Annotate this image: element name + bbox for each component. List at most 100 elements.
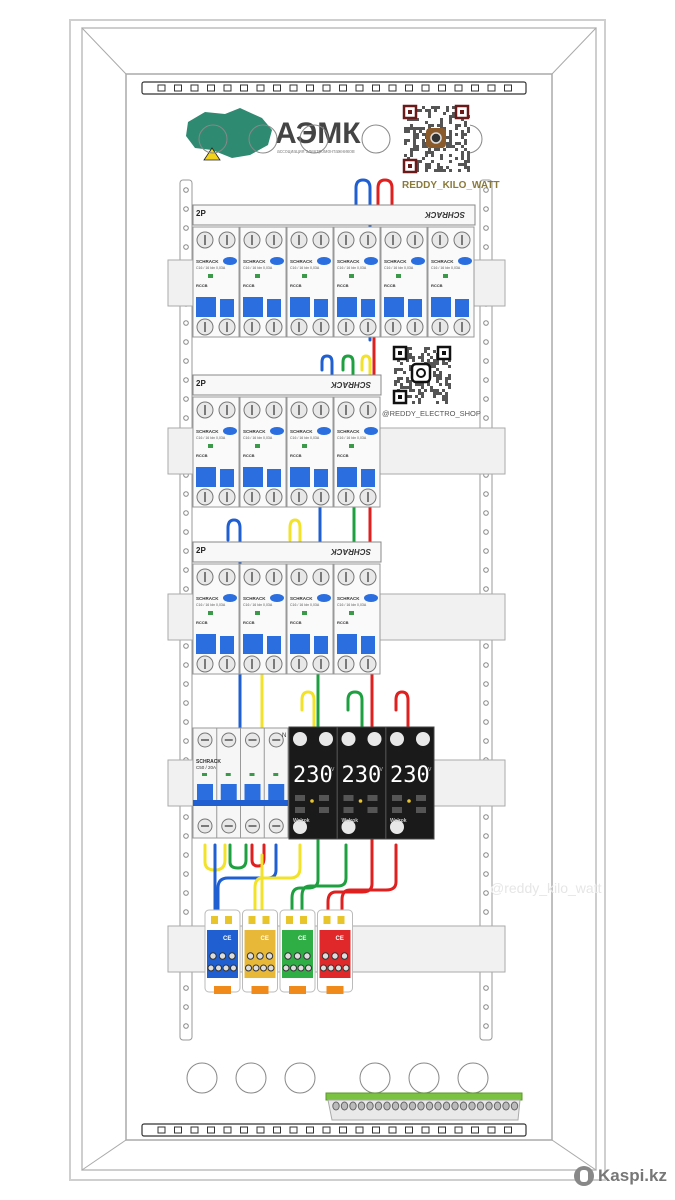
power-button[interactable] — [367, 807, 378, 813]
terminal-hole[interactable] — [320, 964, 327, 972]
ground-terminal[interactable] — [332, 1101, 340, 1111]
terminal-screw-icon[interactable] — [390, 732, 404, 746]
ground-terminal[interactable] — [485, 1101, 493, 1111]
terminal-hole[interactable] — [260, 964, 267, 972]
terminal-screw-icon[interactable] — [341, 732, 356, 746]
test-button[interactable] — [223, 427, 237, 435]
terminal-hole[interactable] — [267, 964, 275, 972]
terminal-hole[interactable] — [228, 952, 236, 960]
qr-code-mid[interactable]: @REDDY_ELECTRO_SHOP — [382, 345, 481, 418]
ground-terminal[interactable] — [408, 1101, 417, 1111]
breaker-toggle-aux[interactable] — [314, 469, 328, 487]
breaker-toggle-aux[interactable] — [267, 636, 281, 654]
test-button[interactable] — [270, 257, 284, 265]
power-button[interactable] — [319, 807, 329, 813]
terminal-hole[interactable] — [218, 952, 227, 960]
menu-button[interactable] — [343, 807, 354, 813]
breaker-toggle[interactable] — [243, 634, 263, 654]
terminal-hole[interactable] — [331, 952, 339, 960]
ground-terminal[interactable] — [340, 1101, 349, 1111]
terminal-screw-icon[interactable] — [319, 732, 333, 746]
ground-terminal[interactable] — [374, 1101, 383, 1111]
breaker-toggle[interactable] — [196, 467, 216, 487]
terminal-hole[interactable] — [297, 964, 305, 972]
ground-terminal[interactable] — [493, 1101, 502, 1111]
terminal-hole[interactable] — [342, 964, 350, 972]
breaker-toggle[interactable] — [384, 297, 404, 317]
plus-button[interactable] — [319, 795, 329, 801]
test-button[interactable] — [411, 257, 425, 265]
terminal-hole[interactable] — [335, 964, 342, 972]
ground-terminal[interactable] — [425, 1101, 434, 1111]
kaspi-badge[interactable]: Kaspi.kz — [574, 1166, 667, 1186]
test-button[interactable] — [458, 257, 472, 265]
breaker-toggle[interactable] — [431, 297, 451, 317]
breaker-toggle[interactable] — [337, 467, 357, 487]
main-breaker-toggle[interactable] — [244, 784, 261, 800]
test-button[interactable] — [364, 257, 378, 265]
ground-terminal[interactable] — [417, 1101, 425, 1111]
din-clip[interactable] — [289, 986, 306, 994]
test-button[interactable] — [364, 594, 378, 602]
main-breaker-toggle[interactable] — [268, 784, 285, 800]
terminal-screw-icon[interactable] — [416, 732, 430, 746]
main-breaker-toggle[interactable] — [197, 784, 213, 800]
din-clip[interactable] — [326, 986, 344, 994]
ground-terminal[interactable] — [349, 1101, 357, 1111]
terminal-hole[interactable] — [256, 952, 264, 960]
ground-terminal[interactable] — [400, 1101, 408, 1111]
breaker-toggle-aux[interactable] — [361, 636, 375, 654]
terminal-hole[interactable] — [303, 952, 311, 960]
breaker-toggle-aux[interactable] — [314, 636, 328, 654]
ground-terminal[interactable] — [357, 1101, 366, 1111]
distribution-block-red[interactable]: CE — [317, 909, 353, 994]
distribution-block-blue[interactable]: CE — [204, 909, 241, 994]
main-breaker-toggle[interactable] — [220, 784, 237, 800]
terminal-hole[interactable] — [340, 952, 349, 960]
breaker-toggle-aux[interactable] — [220, 636, 234, 654]
terminal-screw-icon[interactable] — [367, 732, 382, 746]
terminal-hole[interactable] — [265, 952, 274, 960]
instagram-handle-mid[interactable]: @REDDY_ELECTRO_SHOP — [382, 409, 481, 418]
terminal-hole[interactable] — [321, 952, 330, 960]
minus-button[interactable] — [295, 795, 305, 801]
breaker-toggle[interactable] — [196, 297, 216, 317]
plus-button[interactable] — [367, 795, 378, 801]
main-breaker-handle-bar[interactable] — [193, 800, 288, 806]
test-button[interactable] — [364, 427, 378, 435]
breaker-toggle-aux[interactable] — [220, 299, 234, 317]
breaker-toggle[interactable] — [337, 634, 357, 654]
ground-terminal[interactable] — [510, 1101, 519, 1111]
terminal-hole[interactable] — [207, 964, 215, 972]
ground-terminal[interactable] — [383, 1101, 391, 1111]
terminal-hole[interactable] — [215, 964, 222, 972]
terminal-hole[interactable] — [252, 964, 260, 972]
terminal-hole[interactable] — [230, 964, 237, 972]
minus-button[interactable] — [392, 795, 402, 801]
ground-terminal[interactable] — [502, 1101, 510, 1111]
ground-terminal[interactable] — [459, 1101, 468, 1111]
terminal-hole[interactable] — [305, 964, 312, 972]
terminal-screw-icon[interactable] — [293, 732, 307, 746]
breaker-toggle-aux[interactable] — [408, 299, 422, 317]
breaker-toggle[interactable] — [196, 634, 216, 654]
terminal-hole[interactable] — [246, 952, 255, 960]
breaker-toggle[interactable] — [243, 467, 263, 487]
breaker-toggle[interactable] — [290, 467, 310, 487]
breaker-toggle-aux[interactable] — [314, 299, 328, 317]
menu-button[interactable] — [295, 807, 305, 813]
instagram-handle-top[interactable]: REDDY_KILO_WATT — [402, 180, 500, 191]
ground-terminal[interactable] — [366, 1101, 374, 1111]
terminal-hole[interactable] — [209, 952, 217, 960]
